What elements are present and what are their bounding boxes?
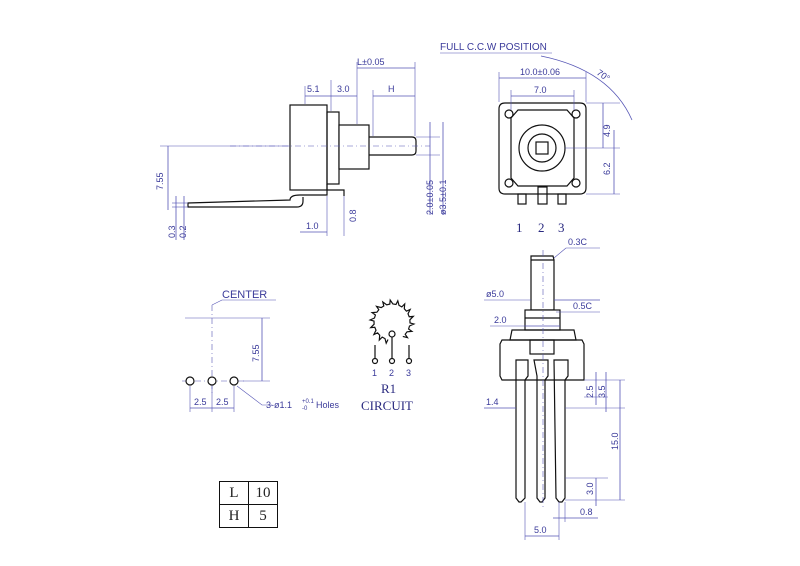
holes-tol-up: +0.1 (302, 399, 315, 405)
front-pin-3: 3 (558, 220, 565, 235)
dim-1-0: 1.0 (306, 221, 319, 231)
dim-10-0: 10.0±0.06 (520, 67, 560, 77)
dim-3-0: 3.0 (337, 84, 350, 94)
pcb-layout: CENTER 7.55 2.5 2.5 3-ø1.1 +0.1 -0 Holes (182, 289, 340, 412)
circuit-pin-2: 2 (389, 368, 394, 378)
dim-H: H (388, 84, 395, 94)
dim-5-0-bottom: 5.0 (534, 525, 547, 535)
table-row: L 10 (219, 481, 278, 505)
dim-3-0-bottom: 3.0 (585, 482, 595, 495)
table-value-L: 10 (248, 481, 278, 505)
dim-1-4: 1.4 (486, 397, 499, 407)
dim-0-8-bottom: 0.8 (580, 507, 593, 517)
dim-4-9: 4.9 (602, 124, 612, 137)
dim-dia-5-0: ø5.0 (486, 289, 504, 299)
dim-3-5: 3.5 (597, 385, 607, 398)
front-view-title: FULL C.C.W POSITION (440, 42, 547, 53)
bottom-view: 0.3C ø5.0 0.5C 2.0 2.5 3.5 15.0 3.0 1.4 … (484, 237, 625, 540)
dim-2-5-right: 2.5 (216, 397, 229, 407)
front-pin-2: 2 (538, 220, 545, 235)
holes-tol-down: -0 (302, 406, 308, 412)
dim-2-0-side: 2.0±0.05 (425, 180, 435, 215)
dim-7-55-pcb: 7.55 (251, 344, 261, 362)
dim-7-55-side: 7.55 (155, 172, 165, 190)
dim-0-3c: 0.3C (568, 237, 588, 247)
dim-6-2: 6.2 (602, 162, 612, 175)
dim-0-3: 0.3 (167, 225, 177, 238)
dim-2-5-left: 2.5 (194, 397, 207, 407)
front-view: FULL C.C.W POSITION 70° 1 2 3 10.0±0.06 … (440, 42, 633, 235)
dim-0-5c: 0.5C (573, 301, 593, 311)
front-pin-1: 1 (516, 220, 523, 235)
holes-suffix: Holes (316, 400, 340, 410)
circuit-pin-3: 3 (406, 368, 411, 378)
circuit-symbol: 1 2 3 R1 CIRCUIT (361, 298, 416, 413)
label-center: CENTER (222, 289, 267, 301)
dimension-table: L 10 H 5 (219, 481, 278, 528)
dim-0-2: 0.2 (178, 225, 188, 238)
dim-shaft-dia: ø3.5±0.1 (438, 180, 448, 215)
dim-0-8-side: 0.8 (348, 209, 358, 222)
dim-2-0-bottom: 2.0 (494, 315, 507, 325)
table-row: H 5 (219, 504, 278, 528)
dim-70-deg: 70° (595, 67, 612, 83)
dim-L: L±0.05 (357, 57, 384, 67)
side-view: L±0.05 5.1 3.0 H 7.55 0.3 0.2 1.0 0.8 2.… (155, 57, 448, 240)
table-key-H: H (219, 504, 249, 528)
dim-15-0: 15.0 (610, 432, 620, 450)
dim-5-1: 5.1 (307, 84, 320, 94)
circuit-ref: R1 (381, 381, 396, 396)
circuit-label: CIRCUIT (361, 398, 413, 413)
table-key-L: L (219, 481, 249, 505)
circuit-pin-1: 1 (372, 368, 377, 378)
dim-2-5-bottom: 2.5 (585, 385, 595, 398)
holes-label: 3-ø1.1 (266, 400, 292, 410)
dim-7-0: 7.0 (534, 85, 547, 95)
table-value-H: 5 (248, 504, 278, 528)
